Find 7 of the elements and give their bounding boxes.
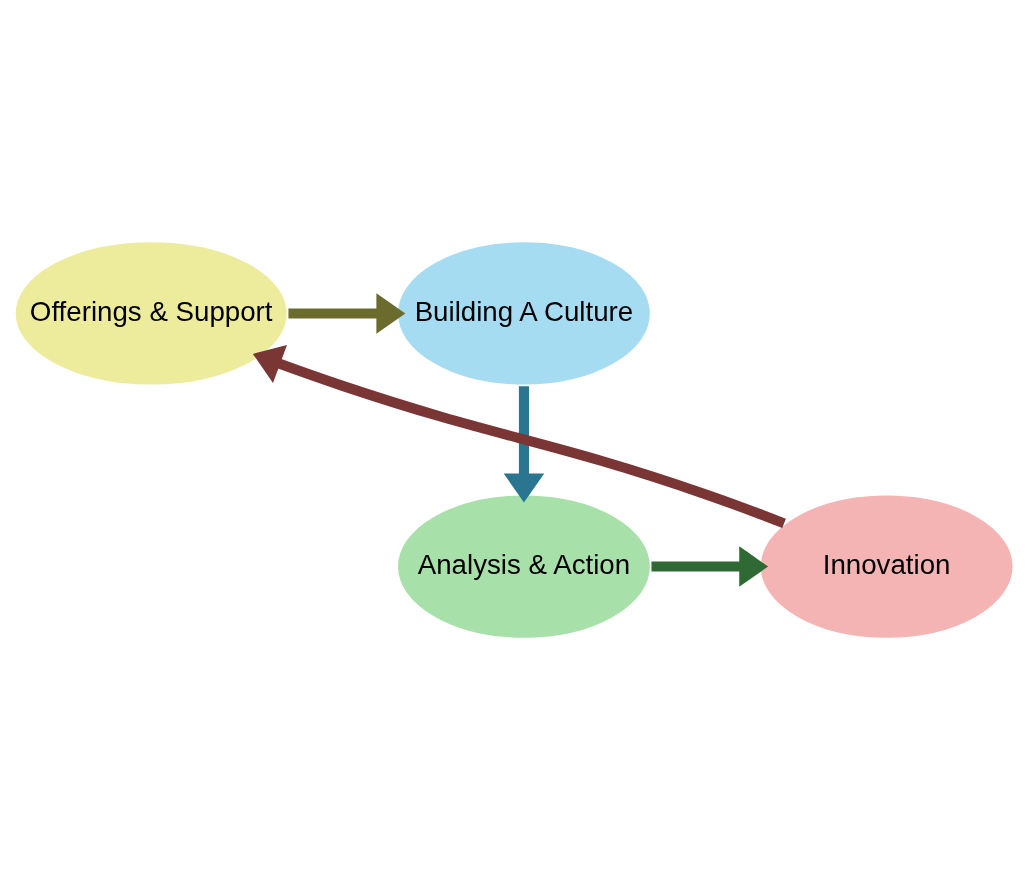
arrow: [503, 386, 545, 503]
node-ellipse: Building A Culture: [395, 239, 653, 388]
arrow: [252, 344, 786, 529]
arrow: [651, 546, 769, 587]
arrow: [288, 293, 406, 334]
node-ellipse: Analysis & Action: [395, 492, 653, 641]
node-ellipse: Innovation: [758, 492, 1016, 641]
